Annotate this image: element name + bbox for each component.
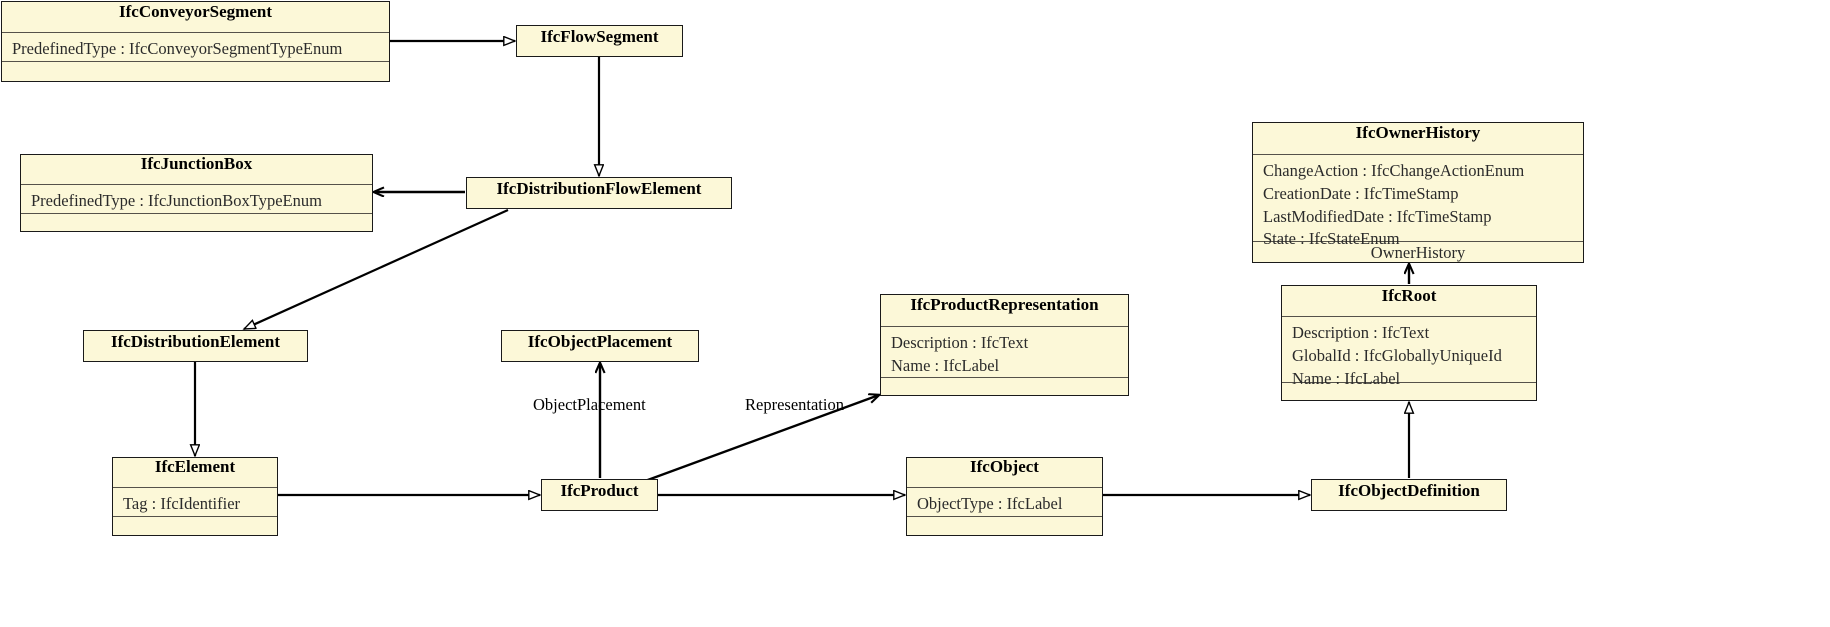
edge-label-representation: Representation [745,395,844,414]
uml-class-name: IfcOwnerHistory [1355,123,1481,142]
uml-class-name: IfcProductRepresentation [910,295,1099,314]
uml-attribute-compartment: PredefinedType : IfcConveyorSegmentTypeE… [2,32,389,61]
uml-class-name: IfcElement [154,457,236,476]
uml-attribute: Tag : IfcIdentifier [123,494,241,513]
uml-operation-compartment: OwnerHistory [1253,241,1583,265]
uml-class-ifcdistributionelement[interactable]: IfcDistributionElement [83,330,308,362]
uml-operation-compartment [1282,382,1536,401]
uml-class-name: IfcConveyorSegment [119,2,272,21]
uml-attribute: ChangeAction : IfcChangeActionEnum [1263,161,1525,180]
uml-attribute-compartment: ObjectType : IfcLabel [907,487,1102,516]
uml-class-ifcobjectdefinition[interactable]: IfcObjectDefinition [1311,479,1507,511]
uml-attribute: Description : IfcText [1292,323,1430,342]
uml-class-name: IfcFlowSegment [540,27,659,46]
uml-attribute: GlobalId : IfcGloballyUniqueId [1292,345,1502,365]
uml-attribute-compartment: PredefinedType : IfcJunctionBoxTypeEnum [21,184,372,213]
uml-class-name: IfcDistributionFlowElement [496,179,702,198]
uml-operation-compartment [907,516,1102,535]
uml-class-ifcobjectplacement[interactable]: IfcObjectPlacement [501,330,699,362]
uml-class-name: IfcProduct [560,481,639,500]
uml-class-name: IfcJunctionBox [140,154,253,173]
uml-class-name: IfcObjectPlacement [527,332,673,351]
uml-class-name: IfcObject [970,457,1039,476]
uml-operation-compartment [21,213,372,232]
uml-class-ifcdistributionflowelement[interactable]: IfcDistributionFlowElement [466,177,732,209]
uml-class-ifcproduct[interactable]: IfcProduct [541,479,658,511]
uml-attribute: Description : IfcText [891,333,1029,352]
uml-attribute: Name : IfcLabel [1292,368,1401,388]
uml-attribute: Name : IfcLabel [891,355,1000,375]
uml-attribute-compartment: Tag : IfcIdentifier [113,487,277,516]
uml-operation-compartment [881,377,1128,396]
uml-attribute: PredefinedType : IfcJunctionBoxTypeEnum [31,191,322,210]
uml-class-ifcflowsegment[interactable]: IfcFlowSegment [516,25,683,57]
uml-attribute: State : IfcStateEnum [1263,229,1400,249]
uml-class-name: IfcDistributionElement [110,332,281,351]
uml-attribute: LastModifiedDate : IfcTimeStamp [1263,206,1492,226]
edge-label-objectplacement: ObjectPlacement [533,395,646,414]
uml-attribute: PredefinedType : IfcConveyorSegmentTypeE… [12,39,343,58]
uml-attribute: ObjectType : IfcLabel [917,494,1063,513]
uml-attribute: CreationDate : IfcTimeStamp [1263,183,1459,203]
uml-operation-compartment [113,516,277,535]
uml-class-name: IfcObjectDefinition [1338,481,1480,500]
uml-operation-compartment [2,61,389,80]
uml-class-name: IfcRoot [1381,286,1437,305]
